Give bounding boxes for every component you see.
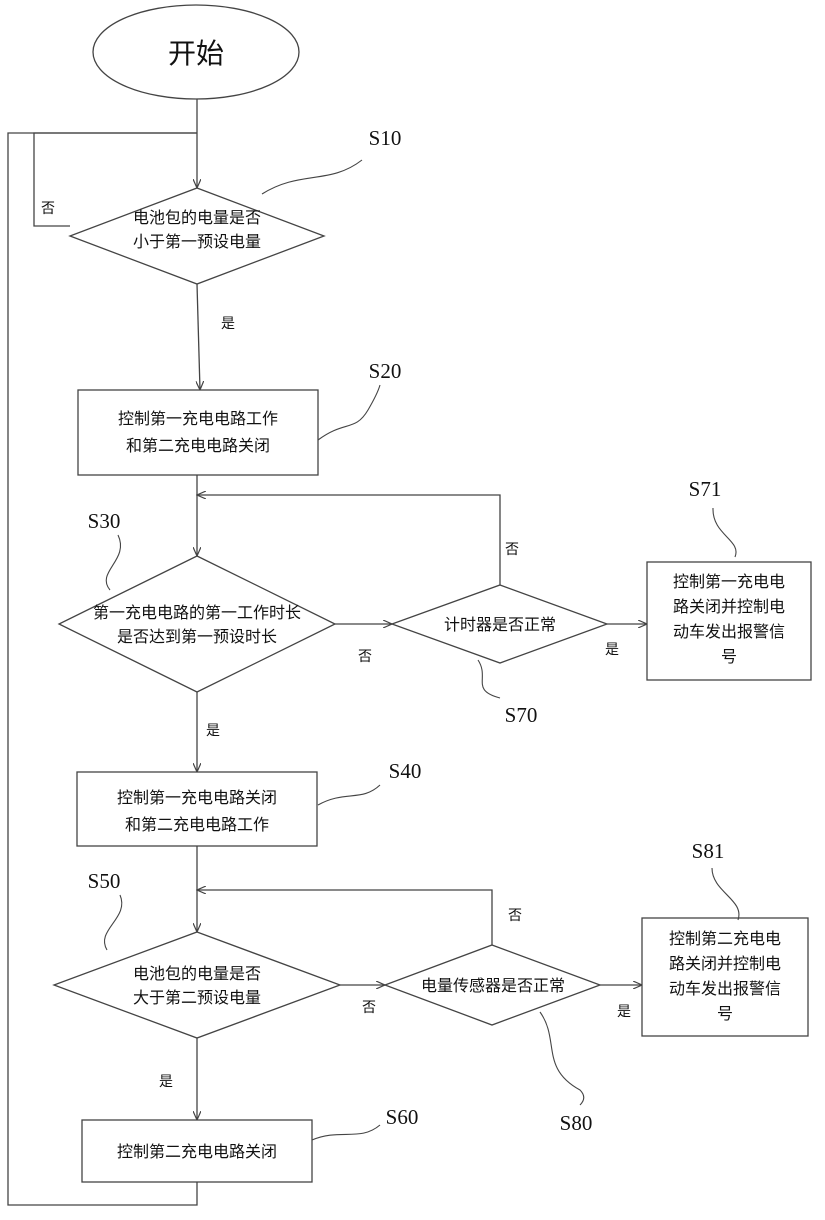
process-s81: 控制第二充电电 路关闭并控制电 动车发出报警信 号 xyxy=(642,918,808,1036)
s50-no-label: 否 xyxy=(362,1000,376,1016)
s71-text-line-4: 号 xyxy=(721,647,737,666)
decision-s30: 第一充电电路的第一工作时长 是否达到第一预设时长 xyxy=(59,556,335,692)
s71-step-id: S71 xyxy=(689,477,722,501)
s71-text-line-2: 路关闭并控制电 xyxy=(673,597,785,616)
s70-step-id: S70 xyxy=(505,703,538,727)
s50-text-line-2: 大于第二预设电量 xyxy=(133,988,261,1007)
s50-diamond xyxy=(54,932,340,1038)
s10-leader xyxy=(262,160,362,194)
s30-text-line-2: 是否达到第一预设时长 xyxy=(117,627,277,646)
arrow-s10-to-s20 xyxy=(197,284,200,390)
s81-text-line-1: 控制第二充电电 xyxy=(669,929,781,948)
s80-yes-label: 是 xyxy=(617,1004,631,1020)
s10-text-line-2: 小于第一预设电量 xyxy=(133,232,261,251)
s50-leader xyxy=(104,895,121,950)
s71-leader xyxy=(713,508,736,557)
s60-text: 控制第二充电电路关闭 xyxy=(117,1142,277,1161)
s40-step-id: S40 xyxy=(389,759,422,783)
s20-box xyxy=(78,390,318,475)
decision-s70: 计时器是否正常 xyxy=(392,585,607,663)
s30-step-id: S30 xyxy=(88,509,121,533)
process-s40: 控制第一充电电路关闭 和第二充电电路工作 xyxy=(77,772,317,846)
s80-step-id: S80 xyxy=(560,1111,593,1135)
s80-text: 电量传感器是否正常 xyxy=(421,976,565,995)
s70-text: 计时器是否正常 xyxy=(444,615,556,634)
s81-text-line-4: 号 xyxy=(717,1004,733,1023)
s20-leader xyxy=(318,385,380,440)
process-s60: 控制第二充电电路关闭 xyxy=(82,1120,312,1182)
connectors xyxy=(8,99,647,1205)
s20-text-line-1: 控制第一充电电路工作 xyxy=(118,409,278,428)
s71-text-line-3: 动车发出报警信 xyxy=(673,622,785,641)
s81-text-line-2: 路关闭并控制电 xyxy=(669,954,781,973)
s30-yes-label: 是 xyxy=(206,723,220,739)
s50-step-id: S50 xyxy=(88,869,121,893)
s60-step-id: S60 xyxy=(386,1105,419,1129)
s50-yes-label: 是 xyxy=(159,1074,173,1090)
arrow-s70-no-loop xyxy=(197,495,500,585)
decision-s10: 电池包的电量是否 小于第一预设电量 xyxy=(70,188,324,284)
s30-no-label: 否 xyxy=(358,649,372,665)
s70-no-label: 否 xyxy=(505,542,519,558)
s60-leader xyxy=(312,1125,380,1140)
start-node: 开始 xyxy=(93,5,299,99)
s80-leader xyxy=(540,1012,584,1105)
s10-yes-label: 是 xyxy=(221,316,235,332)
process-s71: 控制第一充电电 路关闭并控制电 动车发出报警信 号 xyxy=(647,562,811,680)
s30-diamond xyxy=(59,556,335,692)
s10-no-label: 否 xyxy=(41,201,55,217)
s10-text-line-1: 电池包的电量是否 xyxy=(133,208,261,227)
s20-text-line-2: 和第二充电电路关闭 xyxy=(126,436,270,455)
s71-text-line-1: 控制第一充电电 xyxy=(673,572,785,591)
s20-step-id: S20 xyxy=(369,359,402,383)
decision-s80: 电量传感器是否正常 xyxy=(385,945,600,1025)
arrow-s80-no-loop xyxy=(197,890,492,945)
s40-text-line-2: 和第二充电电路工作 xyxy=(125,815,269,834)
s30-text-line-1: 第一充电电路的第一工作时长 xyxy=(93,603,301,622)
s70-yes-label: 是 xyxy=(605,642,619,658)
start-label: 开始 xyxy=(168,37,224,70)
s10-step-id: S10 xyxy=(369,126,402,150)
s70-leader xyxy=(478,660,500,698)
s40-text-line-1: 控制第一充电电路关闭 xyxy=(117,788,277,807)
s80-no-label: 否 xyxy=(508,908,522,924)
s30-leader xyxy=(106,535,120,590)
decision-s50: 电池包的电量是否 大于第二预设电量 xyxy=(54,932,340,1038)
s81-text-line-3: 动车发出报警信 xyxy=(669,979,781,998)
s81-leader xyxy=(712,868,739,920)
s40-box xyxy=(77,772,317,846)
s40-leader xyxy=(318,785,380,805)
s50-text-line-1: 电池包的电量是否 xyxy=(133,964,261,983)
process-s20: 控制第一充电电路工作 和第二充电电路关闭 xyxy=(78,390,318,475)
s81-step-id: S81 xyxy=(692,839,725,863)
